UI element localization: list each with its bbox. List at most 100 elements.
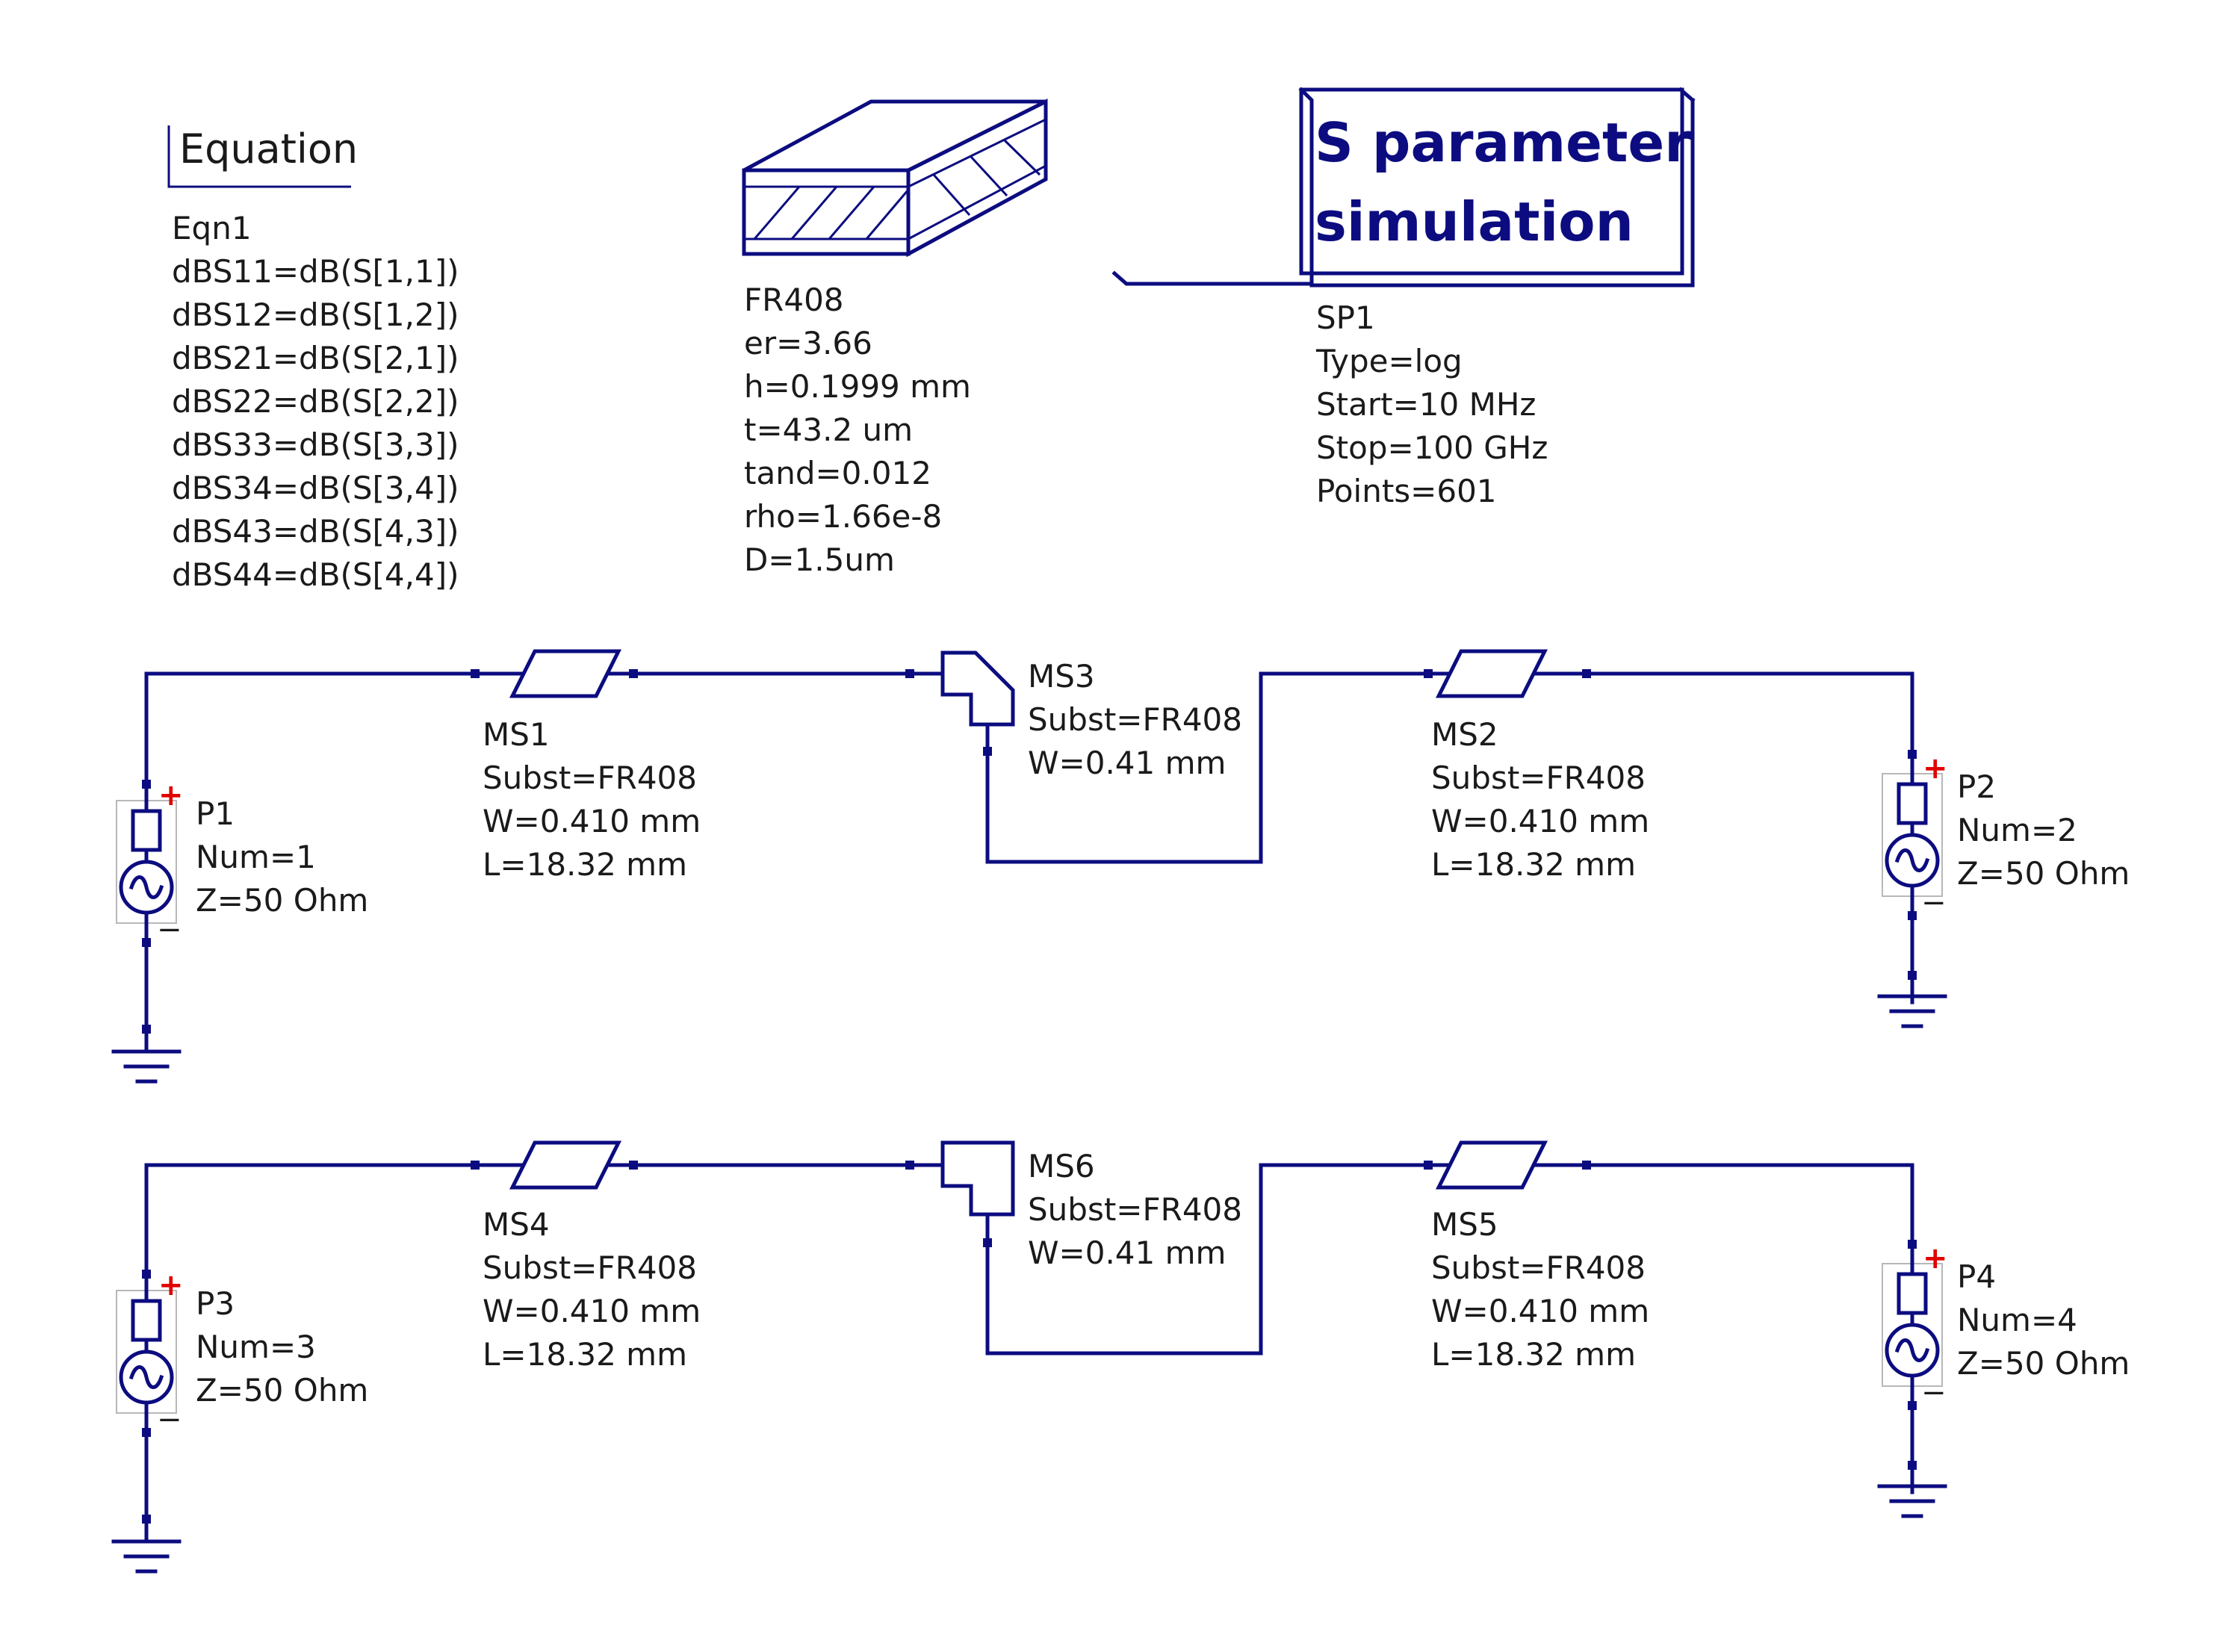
equation-line: dBS11=dB(S[1,1]) (172, 253, 459, 290)
plus-icon: + (158, 1268, 184, 1302)
component-param: Subst=FR408 (1431, 1249, 1646, 1286)
component-param: L=18.32 mm (483, 1336, 687, 1373)
wire (985, 1163, 1430, 1356)
bend-ms6[interactable] (905, 1140, 1015, 1247)
component-param: Subst=FR408 (483, 760, 697, 796)
component-param: W=0.410 mm (1431, 1293, 1649, 1329)
pin (983, 747, 992, 756)
component-name: MS6 (1028, 1148, 1095, 1184)
resistor-icon (1897, 782, 1928, 825)
pin (1582, 669, 1591, 678)
substrate-param: t=43.2 um (744, 412, 913, 448)
wire (144, 671, 477, 786)
resistor-icon (131, 1299, 162, 1342)
sp-param: Stop=100 GHz (1316, 429, 1548, 466)
component-param: Z=50 Ohm (1957, 1345, 2130, 1382)
sp-title-line2: simulation (1315, 190, 1634, 253)
equation-component[interactable]: Equation Eqn1 dBS11=dB(S[1,1]) dBS12=dB(… (167, 125, 459, 593)
plus-icon: + (158, 778, 184, 813)
component-param: L=18.32 mm (1431, 846, 1636, 883)
port-p3[interactable]: + − (116, 1268, 184, 1437)
component-param: L=18.32 mm (483, 846, 687, 883)
component-name: P3 (196, 1285, 235, 1322)
pin (471, 1161, 480, 1170)
component-param: Subst=FR408 (1431, 760, 1646, 796)
ground-icon (1877, 1461, 1947, 1518)
port-p4[interactable]: + − (1882, 1240, 1948, 1410)
component-name: MS5 (1431, 1206, 1498, 1243)
component-param: Subst=FR408 (1028, 1191, 1242, 1228)
pin (1908, 750, 1917, 759)
component-name: MS2 (1431, 716, 1498, 753)
wire (1584, 1163, 1914, 1246)
component-param: Z=50 Ohm (196, 882, 368, 919)
top-circuit: + − + − (111, 649, 2130, 1084)
microstrip-icon (509, 1140, 622, 1190)
component-param: Num=1 (196, 839, 316, 875)
minus-icon: − (1921, 886, 1947, 920)
substrate-param: er=3.66 (744, 325, 872, 361)
pin (471, 669, 480, 678)
pin (1908, 911, 1917, 920)
wire (1584, 671, 1914, 757)
sp-simulation-component[interactable]: S parameter simulation SP1 Type=log Star… (1111, 87, 1696, 509)
equation-line: dBS34=dB(S[3,4]) (172, 470, 459, 506)
substrate-param: D=1.5um (744, 541, 895, 578)
substrate-param: tand=0.012 (744, 455, 931, 491)
component-name: MS1 (483, 716, 550, 753)
sp-name: SP1 (1316, 299, 1375, 336)
pin (983, 1238, 992, 1247)
pin (142, 1428, 151, 1437)
microstrip-ms5[interactable] (1424, 1140, 1591, 1190)
sp-param: Points=601 (1316, 473, 1497, 509)
pin (629, 669, 638, 678)
sp-param: Type=log (1315, 343, 1463, 379)
component-param: W=0.410 mm (483, 803, 701, 839)
component-param: Subst=FR408 (483, 1249, 697, 1286)
mitered-bend-icon (940, 650, 1015, 727)
component-name: P1 (196, 795, 235, 832)
bottom-circuit: + − + − (111, 1140, 2130, 1574)
equation-bracket-icon (167, 125, 351, 188)
sp-title-line1: S parameter (1315, 111, 1691, 174)
equation-line: dBS33=dB(S[3,3]) (172, 426, 459, 463)
substrate-param: h=0.1999 mm (744, 368, 971, 405)
equation-line: dBS43=dB(S[4,3]) (172, 513, 459, 550)
component-param: Num=3 (196, 1329, 316, 1365)
pin (142, 1270, 151, 1279)
equation-line: dBS21=dB(S[2,1]) (172, 340, 459, 376)
plus-icon: + (1923, 1241, 1948, 1276)
component-name: P4 (1957, 1258, 1996, 1295)
component-name: MS4 (483, 1206, 550, 1243)
pin (905, 1161, 914, 1170)
component-param: W=0.41 mm (1028, 745, 1226, 781)
component-param: W=0.410 mm (1431, 803, 1649, 839)
sp-box-shadow (1111, 87, 1314, 286)
square-bend-icon (940, 1140, 1015, 1217)
substrate-component[interactable]: FR408 er=3.66 h=0.1999 mm t=43.2 um tand… (742, 98, 1048, 578)
microstrip-ms2[interactable] (1424, 649, 1591, 698)
pin (1424, 1161, 1433, 1170)
component-param: Num=2 (1957, 812, 2077, 848)
port-p2[interactable]: + − (1882, 750, 1948, 920)
ground-icon (1877, 971, 1947, 1028)
wire (144, 1163, 477, 1276)
ground-icon (111, 1025, 182, 1084)
pin (1908, 1240, 1917, 1249)
substrate-icon (742, 98, 1048, 258)
component-param: Z=50 Ohm (196, 1372, 368, 1409)
microstrip-ms1[interactable] (471, 649, 638, 698)
sp-box (1299, 87, 1684, 276)
equation-line: dBS44=dB(S[4,4]) (172, 556, 459, 593)
equation-line: dBS12=dB(S[1,2]) (172, 296, 459, 333)
port-p1[interactable]: + − (116, 778, 184, 947)
microstrip-ms4[interactable] (471, 1140, 638, 1190)
substrate-param: rho=1.66e-8 (744, 498, 942, 535)
component-param: Z=50 Ohm (1957, 855, 2130, 892)
minus-icon: − (157, 913, 182, 947)
resistor-icon (1897, 1272, 1928, 1315)
pin (1908, 1401, 1917, 1410)
pin (905, 669, 914, 678)
pin (142, 780, 151, 789)
bend-ms3[interactable] (905, 650, 1015, 756)
